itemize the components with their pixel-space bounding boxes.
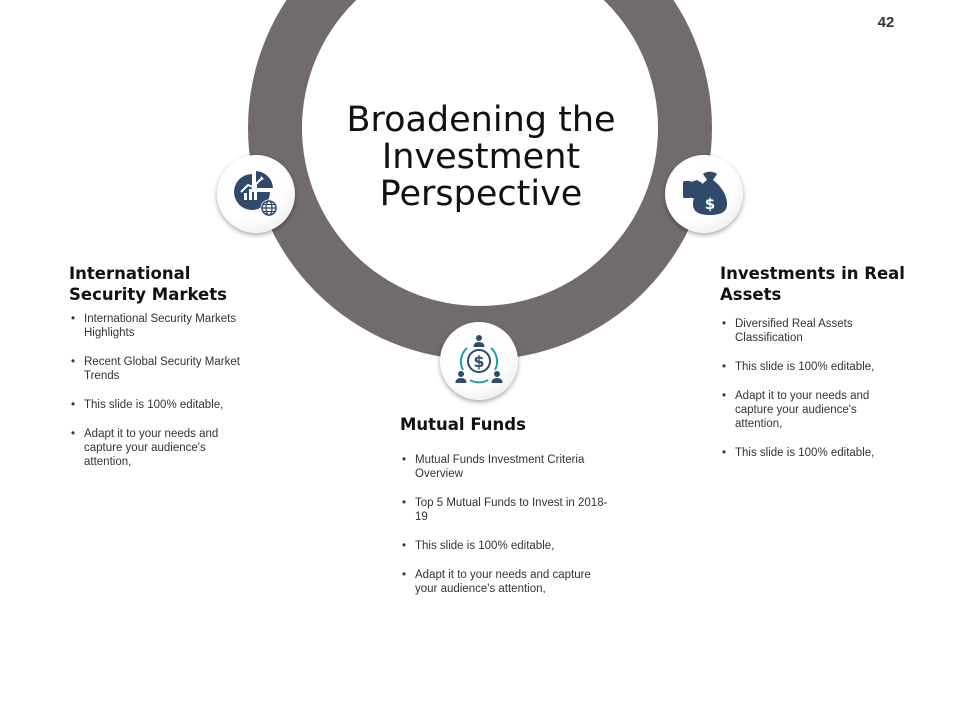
title-line: Broadening the <box>346 100 616 140</box>
heading-line: Investments in Real <box>720 264 905 283</box>
list-real-assets: Diversified Real Assets Classification T… <box>720 317 892 475</box>
heading-line: Assets <box>720 285 782 304</box>
list-item: This slide is 100% editable, <box>69 398 255 412</box>
list-item: Adapt it to your needs and capture your … <box>69 427 255 469</box>
list-international: International Security Markets Highlight… <box>69 312 255 484</box>
list-mutual-funds: Mutual Funds Investment Criteria Overvie… <box>400 453 610 611</box>
heading-line: Security Markets <box>69 285 227 304</box>
badge-real-assets: $ <box>665 155 743 233</box>
list-item: Mutual Funds Investment Criteria Overvie… <box>400 453 610 481</box>
money-bag-hand-icon: $ <box>683 171 727 215</box>
list-item: Adapt it to your needs and capture your … <box>720 389 892 431</box>
title-line: Perspective <box>379 174 583 214</box>
list-item: International Security Markets Highlight… <box>69 312 255 340</box>
svg-text:$: $ <box>705 195 715 213</box>
dollar-people-cycle-icon: $ <box>455 335 503 384</box>
heading-mutual-funds: Mutual Funds <box>400 414 620 435</box>
list-item: Top 5 Mutual Funds to Invest in 2018-19 <box>400 496 610 524</box>
title-line: Investment <box>381 137 581 177</box>
list-item: Diversified Real Assets Classification <box>720 317 892 345</box>
list-item: This slide is 100% editable, <box>720 360 892 374</box>
slide-title: Broadening the Investment Perspective <box>320 102 642 213</box>
heading-international: International Security Markets <box>69 263 269 305</box>
list-item: Recent Global Security Market Trends <box>69 355 255 383</box>
ring-center <box>302 0 658 306</box>
heading-line: Mutual Funds <box>400 415 526 434</box>
heading-real-assets: Investments in Real Assets <box>720 263 940 305</box>
badge-international <box>217 155 295 233</box>
badge-mutual-funds: $ <box>440 322 518 400</box>
svg-text:$: $ <box>473 352 484 371</box>
pie-chart-globe-icon <box>234 171 278 217</box>
page-number: 42 <box>877 14 895 31</box>
list-item: Adapt it to your needs and capture your … <box>400 568 610 596</box>
heading-line: International <box>69 264 191 283</box>
list-item: This slide is 100% editable, <box>720 446 892 460</box>
list-item: This slide is 100% editable, <box>400 539 610 553</box>
